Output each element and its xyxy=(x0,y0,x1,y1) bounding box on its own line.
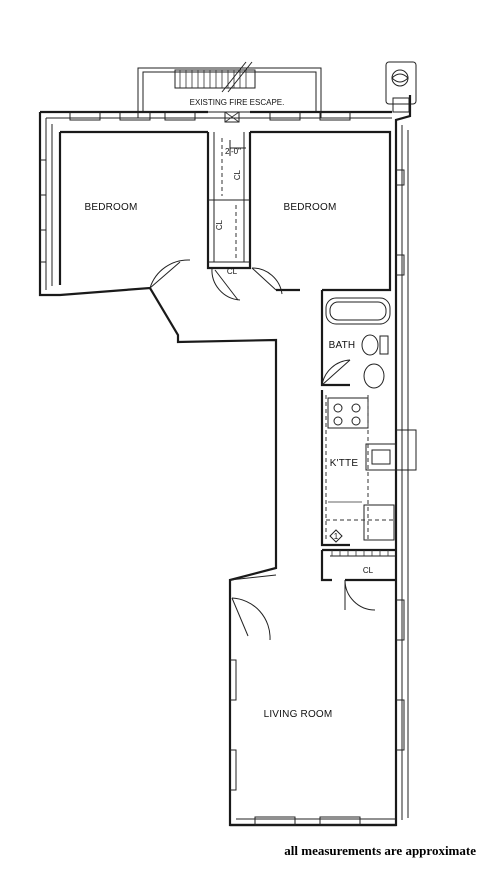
room-label-kitchenette: K'TTE xyxy=(330,458,359,469)
fire-escape-stair xyxy=(174,61,256,93)
kitchen-sink xyxy=(365,443,397,471)
closet-kitchen xyxy=(320,548,396,611)
room-label-bedroom-right: BEDROOM xyxy=(283,202,336,213)
room-label-living-room: LIVING ROOM xyxy=(264,709,333,720)
stove xyxy=(327,397,369,429)
kitchenette xyxy=(325,395,397,541)
closet-label-middle: CL xyxy=(215,219,224,230)
closet-label-lower: CL xyxy=(227,267,238,276)
dimension-label: 2'-0" xyxy=(225,147,241,156)
closet-label-upper: CL xyxy=(233,169,242,180)
bath-sink xyxy=(363,363,385,389)
measurement-note: all measurements are approximate xyxy=(284,843,476,858)
bathtub xyxy=(325,297,391,325)
refrigerator xyxy=(363,504,395,541)
bathroom xyxy=(320,290,391,547)
interior-walls xyxy=(58,130,392,292)
room-label-bedroom-left: BEDROOM xyxy=(84,202,137,213)
fire-escape-label: EXISTING FIRE ESCAPE. xyxy=(190,98,285,107)
toilet xyxy=(361,334,379,356)
fire-escape: EXISTING FIRE ESCAPE. xyxy=(137,61,322,119)
section-marker: 1 xyxy=(329,529,343,543)
exterior-walls xyxy=(38,95,417,827)
room-label-bath: BATH xyxy=(329,340,356,351)
vent-shaft xyxy=(385,61,417,113)
closet-rod xyxy=(331,550,389,556)
closet-label-kitchen: CL xyxy=(363,566,374,575)
section-marker-label: 1 xyxy=(334,532,339,541)
doors xyxy=(149,259,283,641)
